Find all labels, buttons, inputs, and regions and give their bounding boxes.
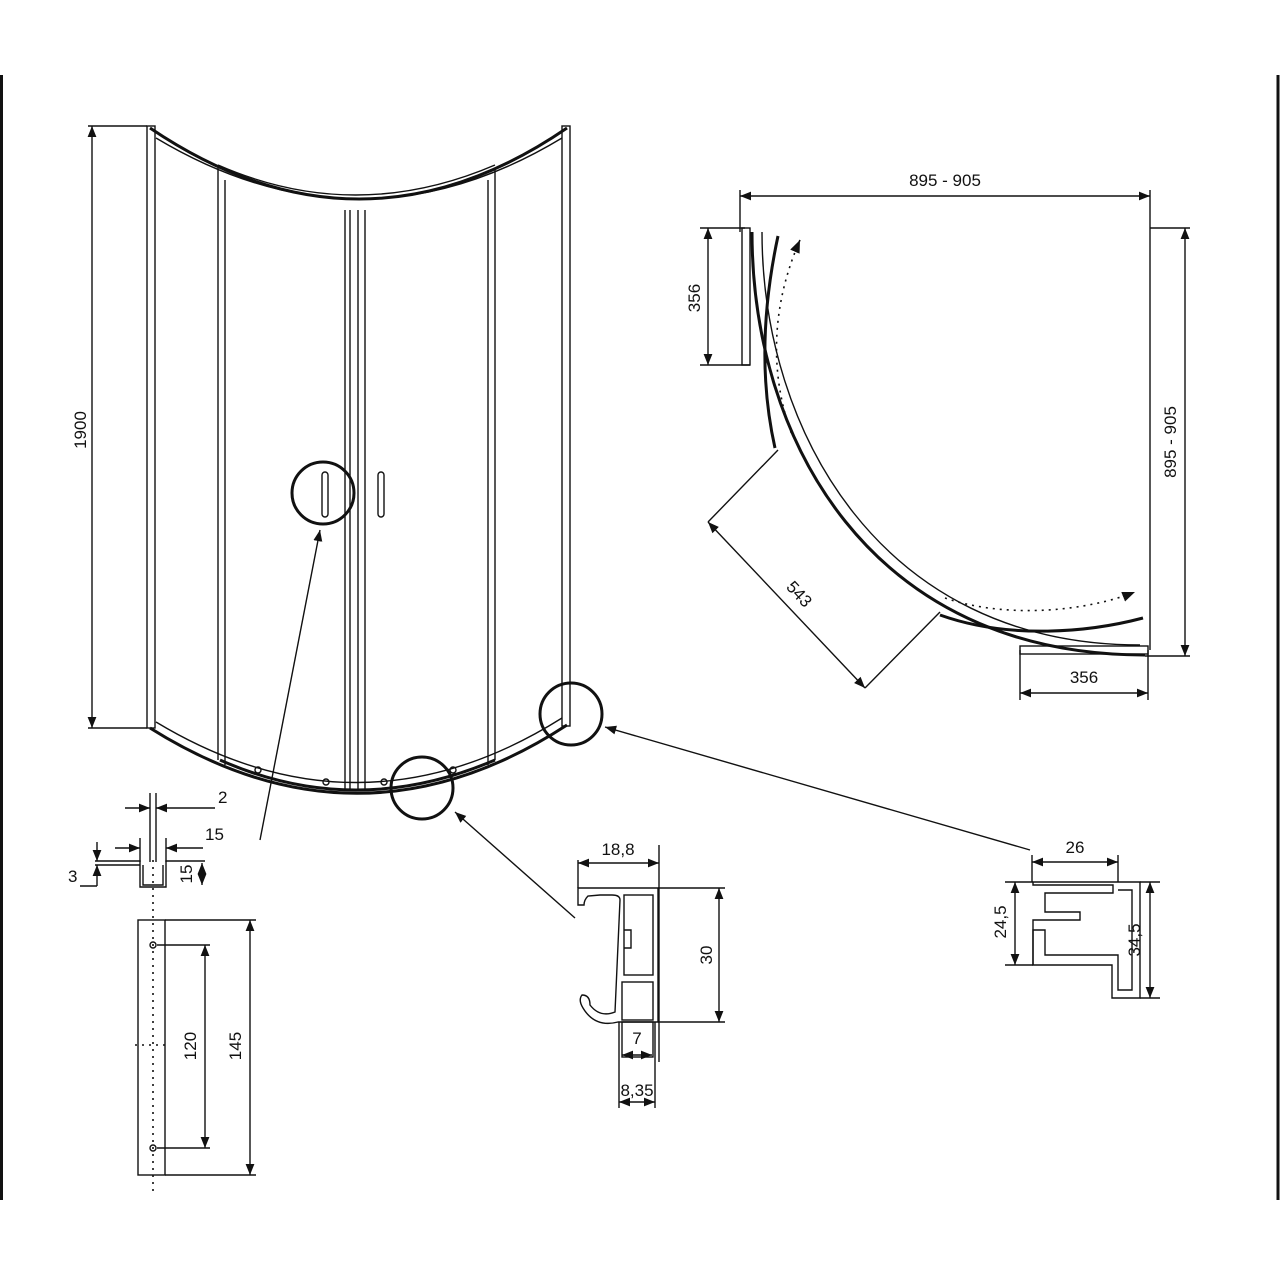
wall-profile-outer-height-label: 34,5 bbox=[1125, 923, 1144, 956]
side-panel-label: 356 bbox=[685, 284, 704, 312]
handle-gap-label: 3 bbox=[68, 867, 77, 886]
hole-spacing-label: 120 bbox=[181, 1032, 200, 1060]
plan-view bbox=[700, 190, 1190, 700]
handle-detail bbox=[80, 793, 256, 1195]
plan-depth-label: 895 - 905 bbox=[1161, 406, 1180, 478]
wall-profile bbox=[1005, 855, 1160, 999]
wall-profile-inner-height-label: 24,5 bbox=[991, 905, 1010, 938]
plan-width-label: 895 - 905 bbox=[909, 171, 981, 190]
wall-profile-width-label: 26 bbox=[1066, 838, 1085, 857]
profile-base-label: 8,35 bbox=[620, 1081, 653, 1100]
handle-thickness-label: 2 bbox=[218, 788, 227, 807]
handle-width-label: 15 bbox=[205, 825, 224, 844]
bottom-panel-label: 356 bbox=[1070, 668, 1098, 687]
handle-depth-label: 15 bbox=[177, 865, 196, 884]
height-label: 1900 bbox=[71, 411, 90, 449]
bottom-profile bbox=[577, 845, 725, 1108]
front-view bbox=[87, 125, 1031, 919]
profile-slot-label: 7 bbox=[632, 1029, 641, 1048]
handle-length-label: 145 bbox=[226, 1032, 245, 1060]
profile-height-label: 30 bbox=[697, 946, 716, 965]
profile-width-label: 18,8 bbox=[601, 840, 634, 859]
